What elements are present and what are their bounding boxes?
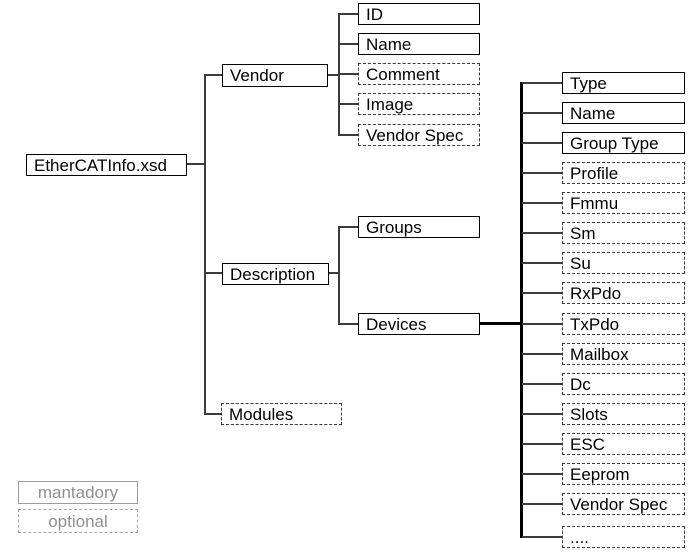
connector-line — [522, 262, 562, 264]
node-vendor-vendor-spec: Vendor Spec — [358, 124, 480, 146]
connector-line — [522, 202, 562, 204]
trunk-line-devices-children — [520, 82, 523, 538]
node-vendor-name: Name — [358, 33, 480, 55]
node-slots: Slots — [562, 403, 685, 425]
connector-line — [204, 413, 221, 415]
node-dc: Dc — [562, 373, 685, 395]
node-mailbox: Mailbox — [562, 343, 685, 365]
connector-line — [522, 323, 562, 325]
node-image: Image — [358, 93, 480, 115]
node-ethercatinfo-xsd: EtherCATInfo.xsd — [26, 154, 187, 176]
connector-line — [522, 232, 562, 234]
connector-line — [338, 13, 358, 15]
node-esc: ESC — [562, 433, 685, 455]
connector-line — [522, 443, 562, 445]
node-vendor: Vendor — [222, 64, 328, 87]
connector-line — [187, 163, 206, 165]
node-modules: Modules — [221, 403, 342, 425]
node-ellipsis: .... — [562, 526, 685, 548]
connector-line — [522, 353, 562, 355]
connector-line — [522, 172, 562, 174]
node-device-vendor-spec: Vendor Spec — [562, 493, 685, 515]
node-device-name: Name — [562, 102, 685, 124]
connector-line — [338, 226, 358, 228]
node-rxpdo: RxPdo — [562, 282, 685, 304]
connector-line — [522, 413, 562, 415]
connector-line — [328, 74, 340, 76]
node-comment: Comment — [358, 63, 480, 85]
trunk-line-description-children — [338, 226, 340, 325]
connector-line — [522, 503, 562, 505]
node-su: Su — [562, 252, 685, 274]
connector-line — [204, 74, 222, 76]
connector-line — [204, 272, 222, 274]
node-fmmu: Fmmu — [562, 192, 685, 214]
connector-line — [522, 142, 562, 144]
connector-line — [329, 272, 340, 274]
connector-line — [522, 82, 562, 84]
node-group-type: Group Type — [562, 132, 685, 154]
node-txpdo: TxPdo — [562, 313, 685, 335]
node-sm: Sm — [562, 222, 685, 244]
connector-line — [522, 383, 562, 385]
connector-line — [338, 134, 358, 136]
connector-line-devices — [480, 322, 523, 325]
node-type: Type — [562, 72, 685, 94]
connector-line — [522, 473, 562, 475]
node-groups: Groups — [358, 216, 480, 238]
connector-line — [338, 43, 358, 45]
connector-line — [338, 323, 358, 325]
connector-line — [522, 536, 562, 538]
connector-line — [338, 73, 358, 75]
node-eeprom: Eeprom — [562, 463, 685, 485]
legend-optional: optional — [18, 509, 138, 533]
node-devices: Devices — [358, 313, 480, 335]
connector-line — [522, 112, 562, 114]
node-id: ID — [358, 3, 480, 25]
node-description: Description — [222, 263, 329, 285]
legend-mandatory: mantadory — [18, 481, 138, 504]
connector-line — [338, 103, 358, 105]
node-profile: Profile — [562, 162, 685, 184]
connector-line — [522, 292, 562, 294]
trunk-line-level1 — [204, 74, 206, 415]
